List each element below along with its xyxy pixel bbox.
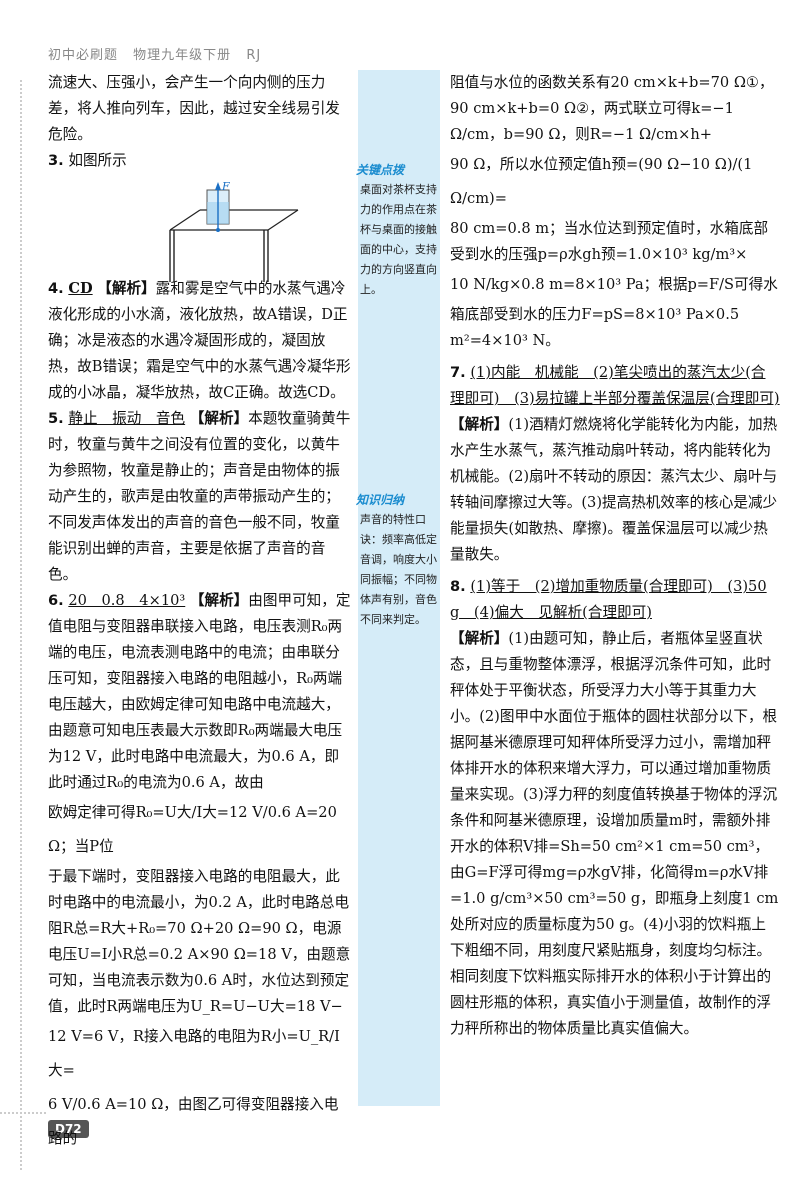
q6-cont-5: 箱底部受到水的压力F=pS=8×10³ Pa×0.5 m²=4×10³ N。: [450, 306, 740, 349]
key-tip-text: 桌面对茶杯支持力的作用点在茶杯与桌面的接触面的中心，支持力的方向竖直向上。: [360, 183, 437, 296]
q6-cont-4: 10 N/kg×0.8 m=8×10³ Pa；根据p=F/S可得水: [450, 276, 778, 293]
sidebar-column: [358, 70, 440, 1106]
q2-continuation: 流速大、压强小，会产生一个向内侧的压力差，将人推向列车，因此，越过安全线易引发危…: [48, 74, 340, 143]
q7-answer: (1)内能 机械能 (2)笔尖喷出的蒸汽太少(合理即可) (3)易拉罐上半部分覆…: [450, 364, 780, 407]
q4-number: 4.: [48, 280, 64, 297]
knowledge-title: 知识归纳: [356, 493, 405, 507]
knowledge-box: 知识归纳 声音的特性口诀：频率高低定音调，响度大小同振幅；不同物体声有别，音色不…: [356, 490, 442, 630]
q6-formula-1: 欧姆定律可得R₀=U大/I大=12 V/0.6 A=20 Ω；当P位: [48, 804, 337, 855]
q7-tag: 【解析】: [450, 416, 509, 433]
knowledge-text: 声音的特性口诀：频率高低定音调，响度大小同振幅；不同物体声有别，音色不同来判定。: [360, 513, 437, 626]
margin-dotted-line: [20, 80, 22, 1170]
q4: 4. CD 【解析】露和雾是空气中的水蒸气遇冷液化形成的小水滴，液化放热，故A错…: [48, 276, 352, 406]
q8-answer: (1)等于 (2)增加重物质量(合理即可) (3)50 g (4)偏大 见解析(…: [450, 578, 767, 621]
q6-tag: 【解析】: [189, 592, 249, 609]
q5-number: 5.: [48, 410, 64, 427]
q6-formula-2: 12 V=6 V，R接入电路的电阻为R小=U_R/I大=: [48, 1028, 340, 1079]
q6-text-1: 由图甲可知，定值电阻与变阻器串联接入电路，电压表测R₀两端的电压，电流表测电路中…: [48, 592, 351, 791]
page-number: D72: [48, 1120, 89, 1138]
q7: 7. (1)内能 机械能 (2)笔尖喷出的蒸汽太少(合理即可) (3)易拉罐上半…: [450, 360, 780, 568]
q6-text-2: 于最下端时，变阻器接入电路的电阻最大，此时电路中的电流最小，为0.2 A，此时电…: [48, 868, 351, 1015]
q4-answer: CD: [68, 280, 93, 297]
q6-answer: 20 0.8 4×10³: [68, 592, 186, 609]
running-header: 初中必刷题 物理九年级下册 RJ: [48, 44, 271, 63]
q4-text: 露和雾是空气中的水蒸气遇冷液化形成的小水滴，液化放热，故A错误，D正确；冰是液态…: [48, 280, 351, 401]
q8-text: (1)由题可知，静止后，者瓶体呈竖直状态，且与重物整体漂浮，根据浮沉条件可知，此…: [450, 630, 779, 1037]
q8-tag: 【解析】: [450, 630, 509, 647]
q3-text: 如图所示: [68, 152, 127, 169]
subject-title: 物理九年级下册: [133, 48, 232, 63]
q5-answer: 静止 振动 音色: [68, 410, 186, 427]
q5-text: 本题牧童骑黄牛时，牧童与黄牛之间没有位置的变化，以黄牛为参照物，牧童是静止的；声…: [48, 410, 351, 583]
q6-cont-1: 阻值与水位的函数关系有20 cm×k+b=70 Ω①，90 cm×k+b=0 Ω…: [450, 74, 774, 143]
force-label: F: [221, 182, 230, 193]
q7-number: 7.: [450, 364, 466, 381]
left-column: 流速大、压强小，会产生一个向内侧的压力差，将人推向列车，因此，越过安全线易引发危…: [48, 70, 352, 1156]
q6-number: 6.: [48, 592, 64, 609]
q5: 5. 静止 振动 音色 【解析】本题牧童骑黄牛时，牧童与黄牛之间没有位置的变化，…: [48, 406, 352, 588]
book-title: 初中必刷题: [48, 48, 119, 63]
key-tip-box: 关键点拨 桌面对茶杯支持力的作用点在茶杯与桌面的接触面的中心，支持力的方向竖直向…: [356, 160, 442, 300]
table-cup-figure: F: [169, 182, 299, 282]
key-tip-title: 关键点拨: [356, 163, 405, 177]
q3: 3. 如图所示: [48, 148, 352, 174]
footer-dotted-line: [0, 1112, 46, 1114]
q3-number: 3.: [48, 152, 64, 169]
q6: 6. 20 0.8 4×10³ 【解析】由图甲可知，定值电阻与变阻器串联接入电路…: [48, 588, 352, 796]
q7-text: (1)酒精灯燃烧将化学能转化为内能，加热水产生水蒸气，蒸汽推动扇叶转动，将内能转…: [450, 416, 778, 563]
q8-number: 8.: [450, 578, 466, 595]
q4-tag: 【解析】: [97, 280, 156, 297]
q6-formula-3: 6 V/0.6 A=10 Ω，由图乙可得变阻器接入电路的: [48, 1096, 339, 1147]
q8-explanation: 【解析】(1)由题可知，静止后，者瓶体呈竖直状态，且与重物整体漂浮，根据浮沉条件…: [450, 626, 780, 1042]
edition: RJ: [246, 48, 262, 63]
q8: 8. (1)等于 (2)增加重物质量(合理即可) (3)50 g (4)偏大 见…: [450, 574, 780, 626]
q5-tag: 【解析】: [189, 410, 249, 427]
q6-cont-3: 80 cm=0.8 m；当水位达到预定值时，水箱底部受到水的压强p=ρ水gh预=…: [450, 220, 769, 263]
q6-cont-2: 90 Ω，所以水位预定值h预=(90 Ω−10 Ω)/(1 Ω/cm)=: [450, 156, 753, 207]
right-column: 阻值与水位的函数关系有20 cm×k+b=70 Ω①，90 cm×k+b=0 Ω…: [450, 70, 780, 1042]
